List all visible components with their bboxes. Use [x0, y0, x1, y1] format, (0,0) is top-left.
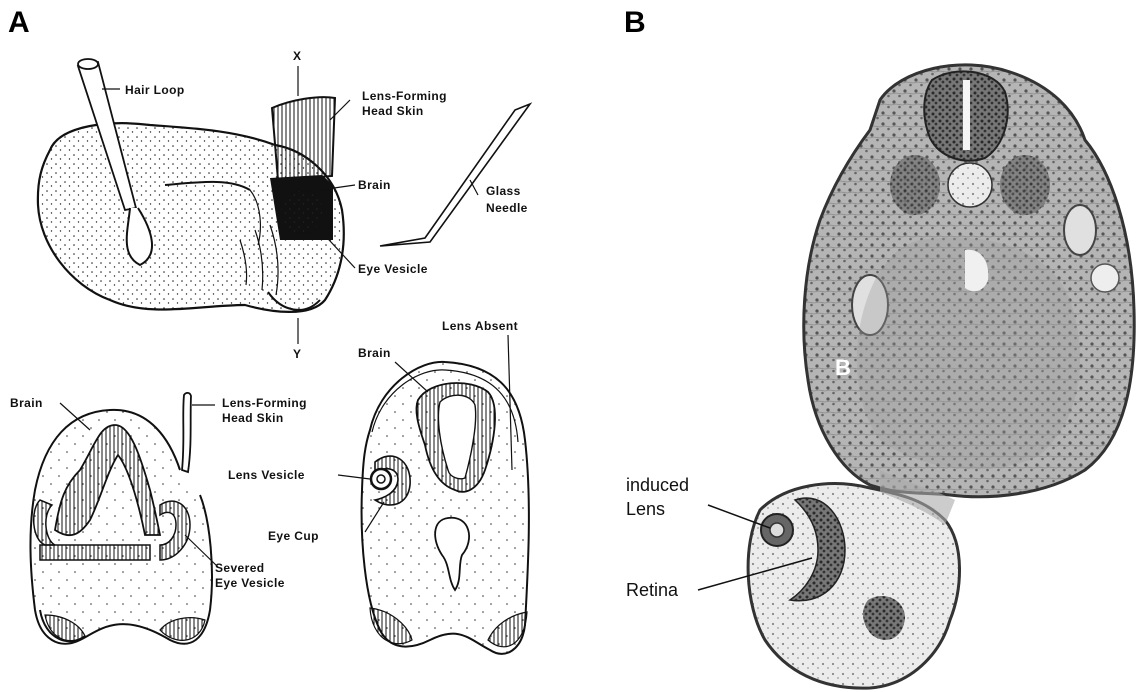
label-glass-line1: Glass	[486, 184, 521, 198]
label-lens-forming-line2: Head Skin	[362, 104, 424, 118]
label-lens-forming-line1: Lens-Forming	[362, 89, 447, 103]
label-retina: Retina	[626, 580, 679, 600]
glass-needle-tool	[380, 104, 530, 246]
label-eye-cup: Eye Cup	[268, 529, 319, 543]
label-brain-top: Brain	[358, 178, 391, 192]
label-brain-right: Brain	[358, 346, 391, 360]
label-needle-line2: Needle	[486, 201, 528, 215]
label-induced-line2: Lens	[626, 499, 665, 519]
label-brain-left: Brain	[10, 396, 43, 410]
right-cross-section	[338, 335, 529, 654]
whole-embryo-drawing	[38, 59, 530, 344]
head-skin-flap	[272, 97, 335, 180]
left-cross-section	[30, 393, 218, 644]
label-eye-vesicle: Eye Vesicle	[358, 262, 428, 276]
label-left-lens-line2: Head Skin	[222, 411, 284, 425]
label-lens-absent: Lens Absent	[442, 319, 518, 333]
label-left-lens-line1: Lens-Forming	[222, 396, 307, 410]
label-induced-line1: induced	[626, 475, 689, 495]
label-severed-line2: Eye Vesicle	[215, 576, 285, 590]
micrograph-section	[698, 65, 1134, 688]
eye-vesicle-shape	[280, 190, 324, 234]
label-hair-loop: Hair Loop	[125, 83, 185, 97]
label-severed-line1: Severed	[215, 561, 265, 575]
micrograph-inner-label: B	[835, 355, 851, 380]
label-lens-vesicle: Lens Vesicle	[228, 468, 305, 482]
label-x: X	[293, 49, 301, 63]
label-y: Y	[293, 347, 301, 361]
